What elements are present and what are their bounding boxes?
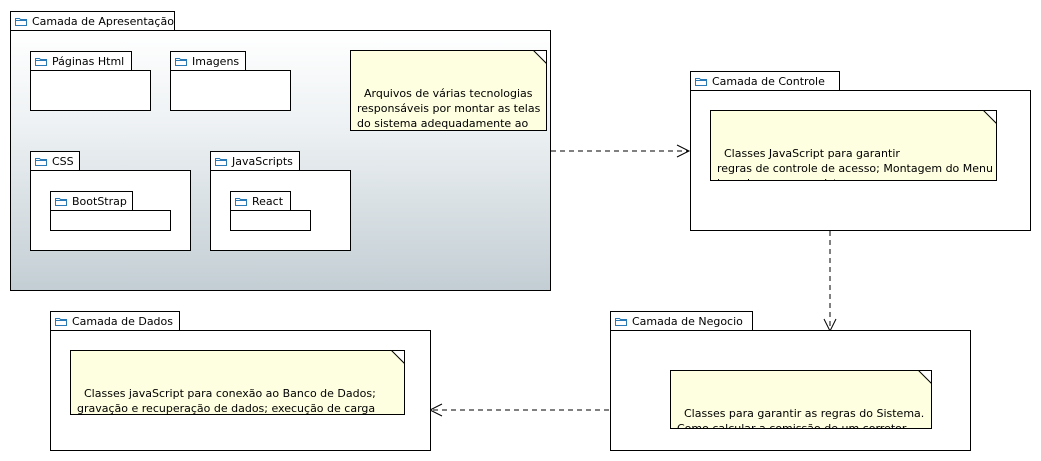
package-label: Camada de Apresentação	[32, 14, 174, 28]
folder-icon	[215, 157, 227, 166]
package-body	[50, 210, 171, 231]
note-text: Classes JavaScript para garantir regras …	[717, 147, 993, 180]
note-negocio: Classes para garantir as regras do Siste…	[670, 370, 932, 429]
package-tab[interactable]: BootStrap	[50, 191, 133, 211]
package-tab[interactable]: Imagens	[170, 51, 246, 71]
dependency-negocio-to-dados	[428, 403, 609, 417]
note-fold-corner	[983, 111, 996, 124]
note-fold-corner	[533, 51, 546, 64]
note-apresentacao: Arquivos de várias tecnologias responsáv…	[350, 50, 547, 131]
folder-icon	[35, 57, 47, 66]
dependency-apresentacao-to-controle	[551, 144, 691, 158]
package-label: Camada de Negocio	[632, 314, 743, 328]
note-dados: Classes javaScript para conexão ao Banco…	[70, 350, 405, 415]
package-label: Camada de Controle	[712, 74, 825, 88]
package-label: React	[252, 194, 284, 208]
package-body	[230, 210, 311, 231]
package-label: JavaScripts	[232, 154, 293, 168]
note-text: Classes javaScript para conexão ao Banco…	[77, 387, 376, 415]
folder-icon	[615, 317, 627, 326]
folder-icon	[175, 57, 187, 66]
folder-icon	[55, 197, 67, 206]
package-label: Páginas Html	[52, 54, 125, 68]
folder-icon	[55, 317, 67, 326]
package-tab[interactable]: Camada de Controle	[690, 71, 840, 91]
package-body	[170, 70, 291, 111]
folder-icon	[35, 157, 47, 166]
note-fold-corner	[918, 371, 931, 384]
folder-icon	[695, 77, 707, 86]
package-label: BootStrap	[72, 194, 127, 208]
package-tab[interactable]: Páginas Html	[30, 51, 132, 71]
package-tab[interactable]: JavaScripts	[210, 151, 300, 171]
package-body	[30, 70, 151, 111]
package-tab[interactable]: Camada de Negocio	[610, 311, 753, 331]
note-text: Arquivos de várias tecnologias responsáv…	[357, 87, 541, 130]
package-label: CSS	[52, 154, 74, 168]
folder-icon	[15, 17, 27, 26]
package-tab[interactable]: CSS	[30, 151, 80, 171]
note-controle: Classes JavaScript para garantir regras …	[710, 110, 997, 181]
package-label: Imagens	[192, 54, 240, 68]
package-tab[interactable]: React	[230, 191, 291, 211]
package-label: Camada de Dados	[72, 314, 173, 328]
folder-icon	[235, 197, 247, 206]
dependency-controle-to-negocio	[823, 231, 837, 333]
package-tab[interactable]: Camada de Dados	[50, 311, 180, 331]
note-text: Classes para garantir as regras do Siste…	[677, 407, 925, 429]
note-fold-corner	[391, 351, 404, 364]
package-tab[interactable]: Camada de Apresentação	[10, 11, 175, 31]
